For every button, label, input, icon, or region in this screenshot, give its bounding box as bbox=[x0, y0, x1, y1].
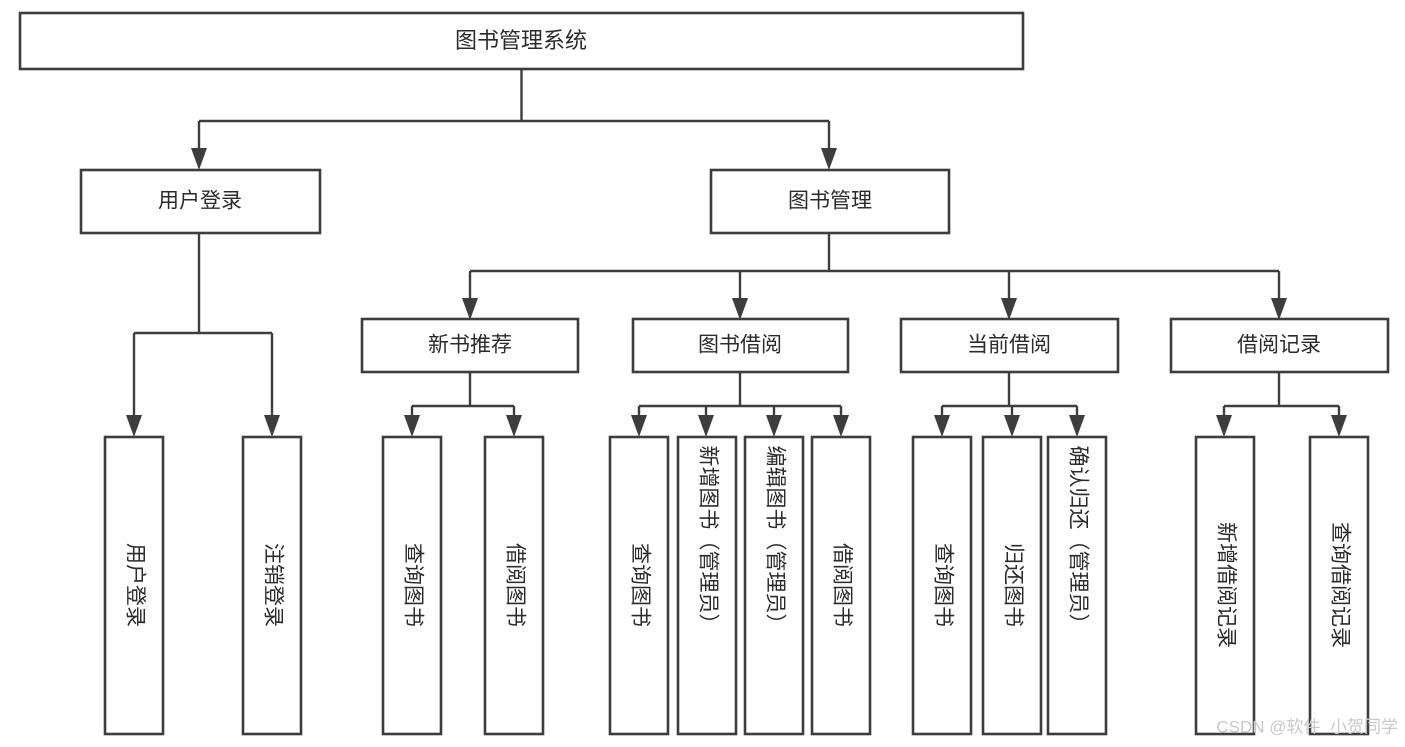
node-book-manage-box[interactable] bbox=[709, 168, 951, 235]
arrowhead-currentborrow-leaf2 bbox=[1004, 415, 1020, 437]
node-book-borrow[interactable]: 图书借阅 bbox=[631, 317, 850, 374]
leaf-current-borrow-3[interactable]: 确认归还（管理员） bbox=[1046, 435, 1108, 736]
leaf-user-login-2-box[interactable] bbox=[241, 435, 303, 736]
leaf-user-login-2-label: 注销登录 bbox=[261, 543, 284, 627]
arrowhead-bookborrow-leaf4 bbox=[833, 415, 849, 437]
node-user-login[interactable]: 用户登录 bbox=[79, 168, 322, 235]
leaf-borrow-record-2-label: 查询借阅记录 bbox=[1328, 522, 1351, 648]
leaf-borrow-record-1-box[interactable] bbox=[1194, 435, 1256, 736]
leaf-borrow-record-1[interactable]: 新增借阅记录 bbox=[1194, 435, 1256, 736]
leaf-book-borrow-1-box[interactable] bbox=[608, 435, 670, 736]
leaf-user-login-1[interactable]: 用户登录 bbox=[103, 435, 165, 736]
node-user-login-box[interactable] bbox=[79, 168, 322, 235]
leaf-book-borrow-1[interactable]: 查询图书 bbox=[608, 435, 670, 736]
leaf-book-borrow-4[interactable]: 借阅图书 bbox=[810, 435, 872, 736]
leaf-book-borrow-4-label: 借阅图书 bbox=[830, 543, 853, 627]
node-root-box[interactable] bbox=[18, 11, 1025, 71]
arrowhead-currentborrow-leaf3 bbox=[1069, 415, 1085, 437]
leaf-book-borrow-4-box[interactable] bbox=[810, 435, 872, 736]
arrowhead-borrowrecord-leaf1 bbox=[1216, 415, 1232, 437]
node-user-login-label: 用户登录 bbox=[158, 190, 242, 213]
leaf-user-login-1-label: 用户登录 bbox=[123, 543, 146, 627]
leaf-current-borrow-2-label: 归还图书 bbox=[1001, 543, 1024, 627]
node-current-borrow-box[interactable] bbox=[899, 317, 1120, 374]
node-current-borrow-label: 当前借阅 bbox=[967, 334, 1051, 357]
leaf-book-borrow-1-label: 查询图书 bbox=[628, 543, 651, 627]
arrowhead-new-book bbox=[462, 298, 478, 320]
arrowhead-currentborrow-leaf1 bbox=[934, 415, 950, 437]
arrowhead-user-login bbox=[191, 148, 207, 170]
leaf-new-book-2-box[interactable] bbox=[483, 435, 545, 736]
leaf-new-book-1-box[interactable] bbox=[381, 435, 443, 736]
node-book-manage[interactable]: 图书管理 bbox=[709, 168, 951, 235]
leaf-book-borrow-2-label: 新增图书（管理员） bbox=[696, 446, 719, 635]
leaf-book-borrow-3[interactable]: 编辑图书（管理员） bbox=[743, 435, 805, 736]
arrowhead-book-manage bbox=[821, 148, 837, 170]
leaf-current-borrow-1-label: 查询图书 bbox=[931, 543, 954, 627]
leaf-current-borrow-2-box[interactable] bbox=[981, 435, 1043, 736]
leaf-new-book-2[interactable]: 借阅图书 bbox=[483, 435, 545, 736]
watermark-label: CSDN @软件_小贺同学 bbox=[1216, 717, 1398, 736]
node-current-borrow[interactable]: 当前借阅 bbox=[899, 317, 1120, 374]
node-book-borrow-label: 图书借阅 bbox=[698, 334, 782, 357]
leaf-current-borrow-3-label: 确认归还（管理员） bbox=[1066, 446, 1089, 635]
leaf-current-borrow-1[interactable]: 查询图书 bbox=[911, 435, 973, 736]
leaf-current-borrow-3-box[interactable] bbox=[1046, 435, 1108, 736]
arrowhead-book-borrow bbox=[732, 298, 748, 320]
connector-group bbox=[126, 69, 1347, 437]
arrowhead-userlogin-leaf1 bbox=[126, 415, 142, 437]
leaf-user-login-1-box[interactable] bbox=[103, 435, 165, 736]
leaf-borrow-record-1-label: 新增借阅记录 bbox=[1214, 522, 1237, 648]
node-root[interactable]: 图书管理系统 bbox=[18, 11, 1025, 71]
leaf-new-book-1-label: 查询图书 bbox=[401, 543, 424, 627]
arrowhead-newbook-leaf1 bbox=[404, 415, 420, 437]
leaf-borrow-record-2-box[interactable] bbox=[1308, 435, 1370, 736]
node-new-book-recommend[interactable]: 新书推荐 bbox=[360, 317, 580, 374]
node-new-book-recommend-box[interactable] bbox=[360, 317, 580, 374]
arrowhead-bookborrow-leaf3 bbox=[766, 415, 782, 437]
arrowhead-newbook-leaf2 bbox=[506, 415, 522, 437]
leaf-new-book-1[interactable]: 查询图书 bbox=[381, 435, 443, 736]
arrowhead-borrow-record bbox=[1271, 298, 1287, 320]
leaf-new-book-2-label: 借阅图书 bbox=[503, 543, 526, 627]
node-new-book-recommend-label: 新书推荐 bbox=[428, 334, 512, 357]
leaf-user-login-2[interactable]: 注销登录 bbox=[241, 435, 303, 736]
leaf-current-borrow-1-box[interactable] bbox=[911, 435, 973, 736]
node-root-label: 图书管理系统 bbox=[455, 28, 587, 53]
leaf-borrow-record-2[interactable]: 查询借阅记录 bbox=[1308, 435, 1370, 736]
arrowhead-borrowrecord-leaf2 bbox=[1331, 415, 1347, 437]
node-borrow-record-box[interactable] bbox=[1169, 317, 1390, 374]
node-borrow-record-label: 借阅记录 bbox=[1237, 334, 1321, 357]
leaf-book-borrow-3-box[interactable] bbox=[743, 435, 805, 736]
node-book-borrow-box[interactable] bbox=[631, 317, 850, 374]
leaf-current-borrow-2[interactable]: 归还图书 bbox=[981, 435, 1043, 736]
leaf-book-borrow-3-label: 编辑图书（管理员） bbox=[763, 446, 786, 635]
leaf-book-borrow-2-box[interactable] bbox=[676, 435, 738, 736]
arrowhead-userlogin-leaf2 bbox=[264, 415, 280, 437]
node-borrow-record[interactable]: 借阅记录 bbox=[1169, 317, 1390, 374]
node-book-manage-label: 图书管理 bbox=[788, 190, 872, 213]
arrowhead-bookborrow-leaf1 bbox=[631, 415, 647, 437]
arrowhead-bookborrow-leaf2 bbox=[698, 415, 714, 437]
arrowhead-current-borrow bbox=[1001, 298, 1017, 320]
leaf-book-borrow-2[interactable]: 新增图书（管理员） bbox=[676, 435, 738, 736]
